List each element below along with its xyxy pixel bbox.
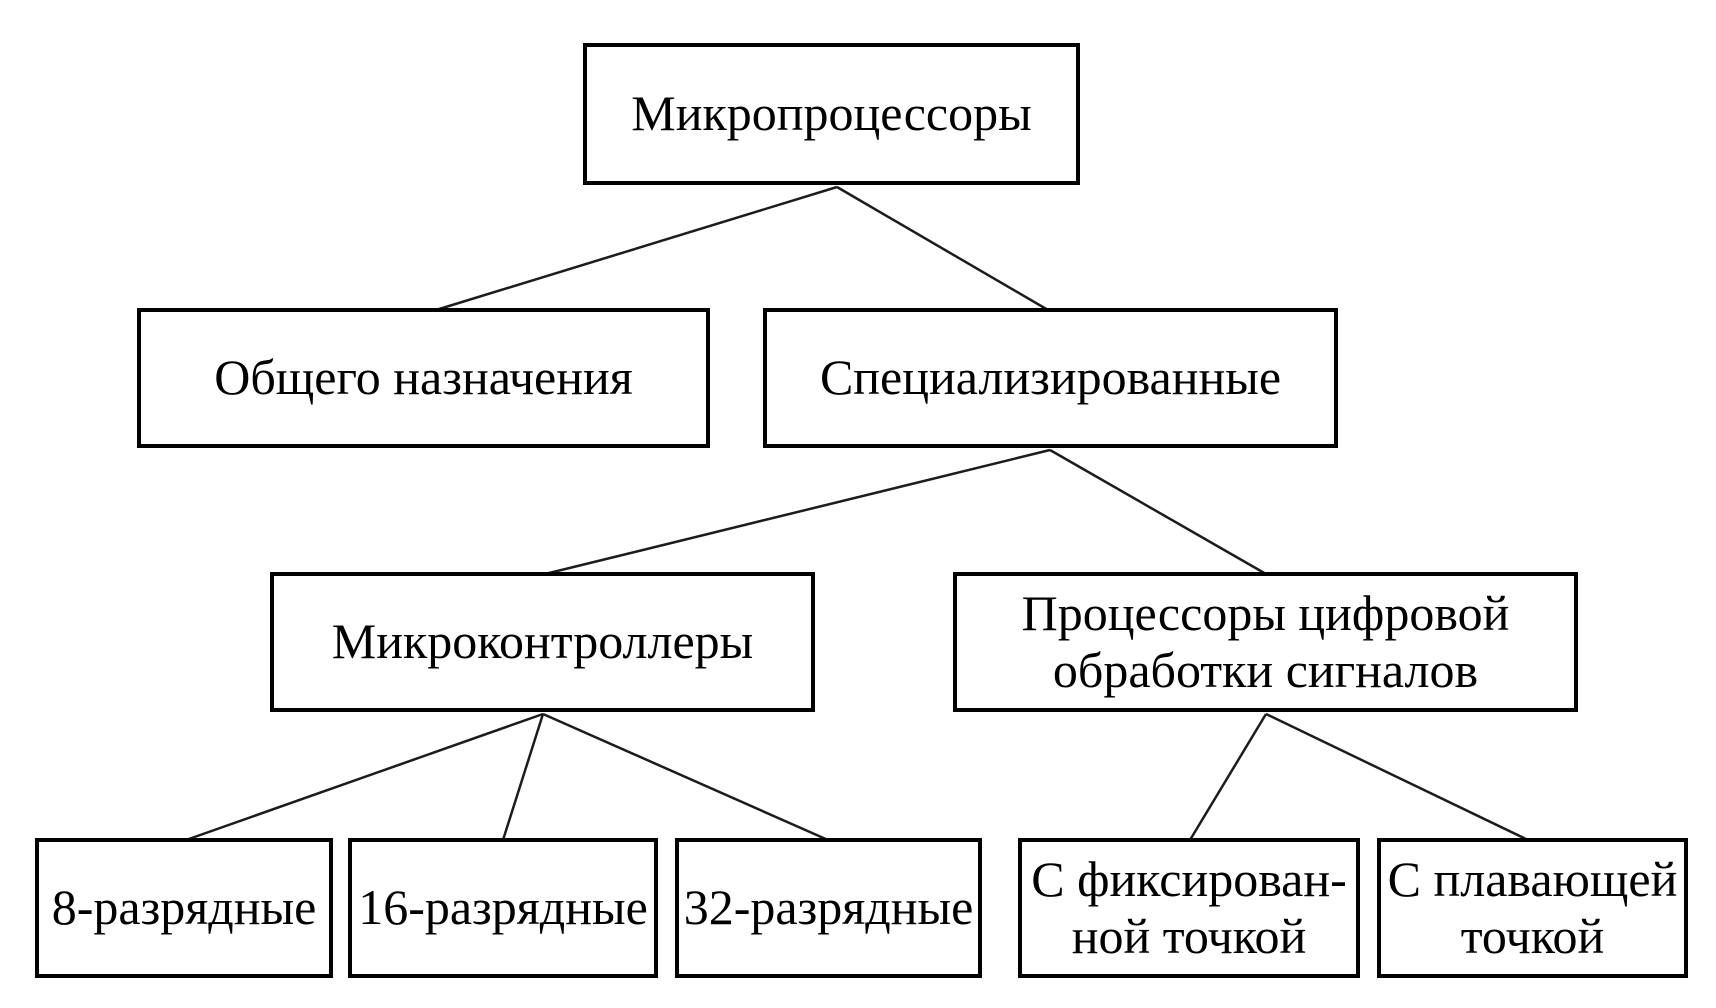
edge-specialized-mcu bbox=[544, 448, 1051, 576]
edge-mcu-32bit bbox=[542, 712, 829, 842]
node-label: Общего назначения bbox=[214, 349, 633, 406]
node-label: 16-разрядные bbox=[358, 879, 648, 936]
node-label: 32-разрядные bbox=[683, 879, 974, 936]
node-label-line2: ной точкой bbox=[1071, 908, 1307, 964]
edge-mcu-8bit bbox=[185, 712, 544, 842]
node-label: Специализированные bbox=[819, 349, 1282, 406]
edge-dsp-fixed-point bbox=[1188, 713, 1268, 841]
node-label: 8-разрядные bbox=[51, 879, 317, 936]
edge-root-specialized bbox=[836, 185, 1049, 312]
node-floating-point: С плавающей точкой bbox=[1377, 838, 1688, 978]
node-digital-signal-processors: Процессоры цифровой обработки сигналов bbox=[953, 572, 1578, 712]
node-label-line1: Процессоры цифровой bbox=[1021, 584, 1510, 641]
node-label-line2: точкой bbox=[1460, 908, 1605, 964]
edge-dsp-floating-point bbox=[1265, 712, 1529, 842]
node-label-line1: С фиксирован- bbox=[1031, 850, 1347, 907]
node-label-line2: обработки сигналов bbox=[1052, 642, 1479, 698]
edge-mcu-16bit bbox=[501, 713, 545, 841]
node-label: Микроконтроллеры bbox=[331, 613, 754, 670]
node-label-line1: С плавающей bbox=[1387, 850, 1678, 907]
node-32-bit: 32-разрядные bbox=[675, 838, 982, 978]
node-fixed-point: С фиксирован- ной точкой bbox=[1018, 838, 1360, 978]
node-microprocessors: Микропроцессоры bbox=[583, 43, 1080, 185]
node-microcontrollers: Микроконтроллеры bbox=[270, 572, 815, 712]
node-specialized: Специализированные bbox=[763, 308, 1338, 448]
node-16-bit: 16-разрядные bbox=[348, 838, 658, 978]
edge-root-general bbox=[435, 185, 838, 312]
node-general-purpose: Общего назначения bbox=[137, 308, 710, 448]
edge-specialized-dsp bbox=[1049, 448, 1267, 576]
node-label: Микропроцессоры bbox=[631, 85, 1032, 142]
node-8-bit: 8-разрядные bbox=[35, 838, 333, 978]
